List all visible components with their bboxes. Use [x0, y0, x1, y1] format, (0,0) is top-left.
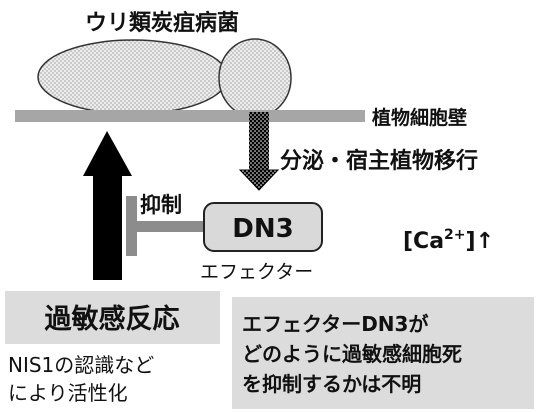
unknown-mechanism-panel — [232, 297, 534, 409]
cell-wall-label: 植物細胞壁 — [372, 106, 467, 129]
hr-activation-arrow — [83, 131, 132, 280]
fungal-spore-cell — [218, 38, 292, 118]
secretion-label: 分泌・宿主植物移行 — [280, 148, 478, 174]
calcium-bracket: ] — [466, 229, 476, 254]
hr-title-panel — [5, 291, 220, 344]
hr-title: 過敏感反応 — [45, 303, 180, 335]
secretion-arrow — [238, 112, 280, 191]
inhibition-bar — [126, 196, 206, 256]
pathogen-label: ウリ類炭疽病菌 — [85, 10, 239, 36]
calcium-superscript: 2+ — [444, 227, 465, 243]
calcium-increase: [Ca2+]↑ — [403, 227, 494, 254]
dn3-effector-name: DN3 — [232, 214, 293, 244]
fungal-hypha-cell — [37, 39, 229, 115]
unknown-line3: を抑制するかは不明 — [242, 372, 421, 396]
plant-cell-wall — [15, 110, 365, 122]
inhibition-label: 抑制 — [140, 193, 182, 217]
calcium-up-arrow: ↑ — [476, 229, 494, 254]
hr-note-line1: NIS1の認識など — [8, 353, 154, 377]
dn3-effector-box — [203, 202, 323, 252]
calcium-base: [Ca — [403, 229, 444, 254]
hr-note-line2: により活性化 — [8, 381, 128, 405]
unknown-line1: エフェクターDN3が — [242, 312, 428, 336]
effector-caption: エフェクター — [200, 261, 313, 283]
unknown-line2: どのように過敏感細胞死 — [242, 342, 462, 366]
